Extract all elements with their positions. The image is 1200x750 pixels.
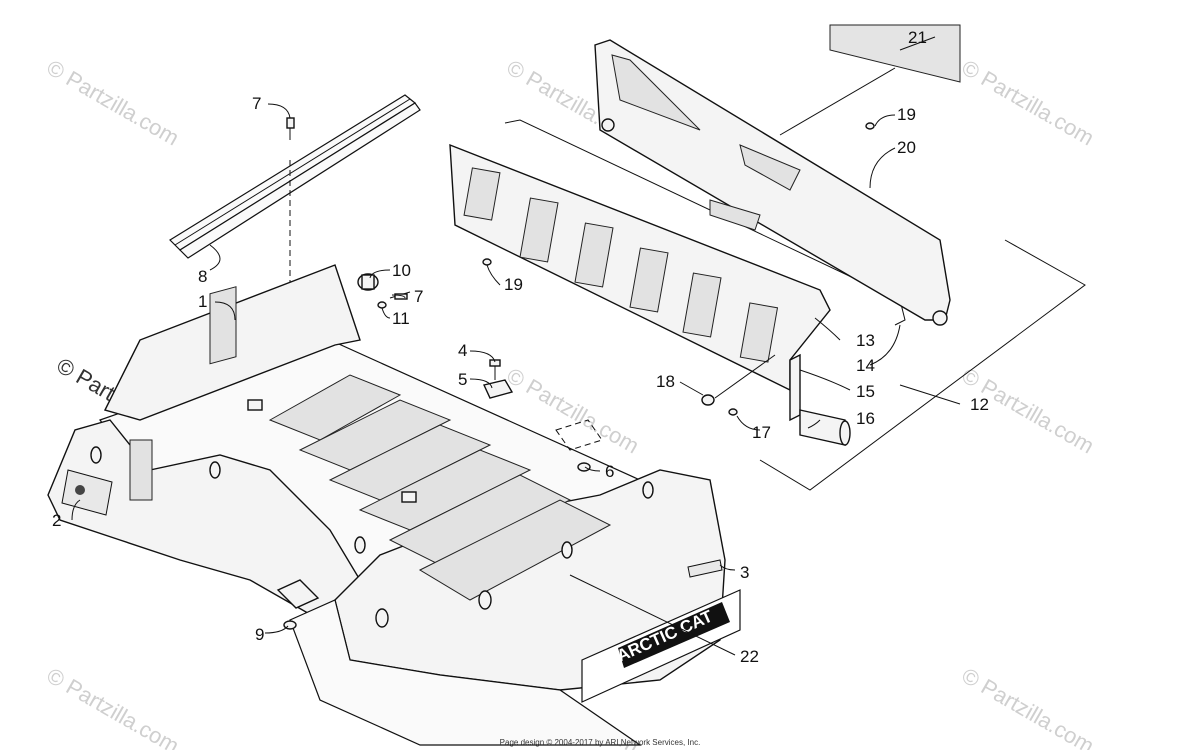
callout-15: 15 bbox=[856, 382, 875, 401]
callout-19-left: 19 bbox=[504, 275, 523, 294]
part-1-cargo-box bbox=[47, 264, 726, 746]
callout-14: 14 bbox=[856, 356, 875, 375]
part-8-rail bbox=[169, 94, 421, 259]
callout-1: 1 bbox=[198, 292, 207, 311]
callout-5: 5 bbox=[458, 370, 467, 389]
watermark: © Partzilla.com bbox=[43, 55, 184, 151]
part-7-bolt-top bbox=[286, 117, 295, 140]
callout-11: 11 bbox=[392, 309, 410, 328]
callout-12: 12 bbox=[970, 395, 989, 414]
watermark: © Partzilla.com bbox=[958, 663, 1099, 750]
watermark: © Partzilla.com bbox=[958, 55, 1099, 151]
callout-6: 6 bbox=[605, 462, 614, 481]
callout-17: 17 bbox=[752, 423, 771, 442]
callout-19-right: 19 bbox=[897, 105, 916, 124]
part-20-tailgate-outer bbox=[594, 39, 951, 326]
callout-2: 2 bbox=[52, 511, 61, 530]
latch-hardware bbox=[357, 273, 411, 309]
part-13-tailgate-inner bbox=[449, 143, 831, 392]
callout-3: 3 bbox=[740, 563, 749, 582]
callout-16: 16 bbox=[856, 409, 875, 428]
part-3-badge bbox=[687, 559, 723, 578]
callout-20: 20 bbox=[897, 138, 916, 157]
callout-8: 8 bbox=[198, 267, 207, 286]
callout-13: 13 bbox=[856, 331, 875, 350]
callout-9: 9 bbox=[255, 625, 264, 644]
part-12-bracket bbox=[759, 239, 1086, 491]
callout-18: 18 bbox=[656, 372, 675, 391]
callout-21: 21 bbox=[908, 28, 927, 47]
leader-lines bbox=[71, 36, 961, 656]
watermark: © Partzilla.com bbox=[43, 663, 184, 750]
part-15-16-hinge bbox=[482, 122, 875, 446]
fastener-hardware bbox=[276, 359, 603, 630]
part-2-warning-decal bbox=[61, 469, 113, 516]
callout-labels: 7 8 1 10 7 11 2 9 4 5 6 3 22 19 13 14 15… bbox=[52, 28, 989, 666]
callout-10: 10 bbox=[392, 261, 411, 280]
callout-4: 4 bbox=[458, 341, 467, 360]
callout-22: 22 bbox=[740, 647, 759, 666]
callout-7-side: 7 bbox=[414, 287, 423, 306]
footer-copyright: Page design © 2004-2017 by ARI Network S… bbox=[499, 738, 701, 747]
part-21-decal bbox=[829, 24, 961, 83]
callout-7: 7 bbox=[252, 94, 261, 113]
